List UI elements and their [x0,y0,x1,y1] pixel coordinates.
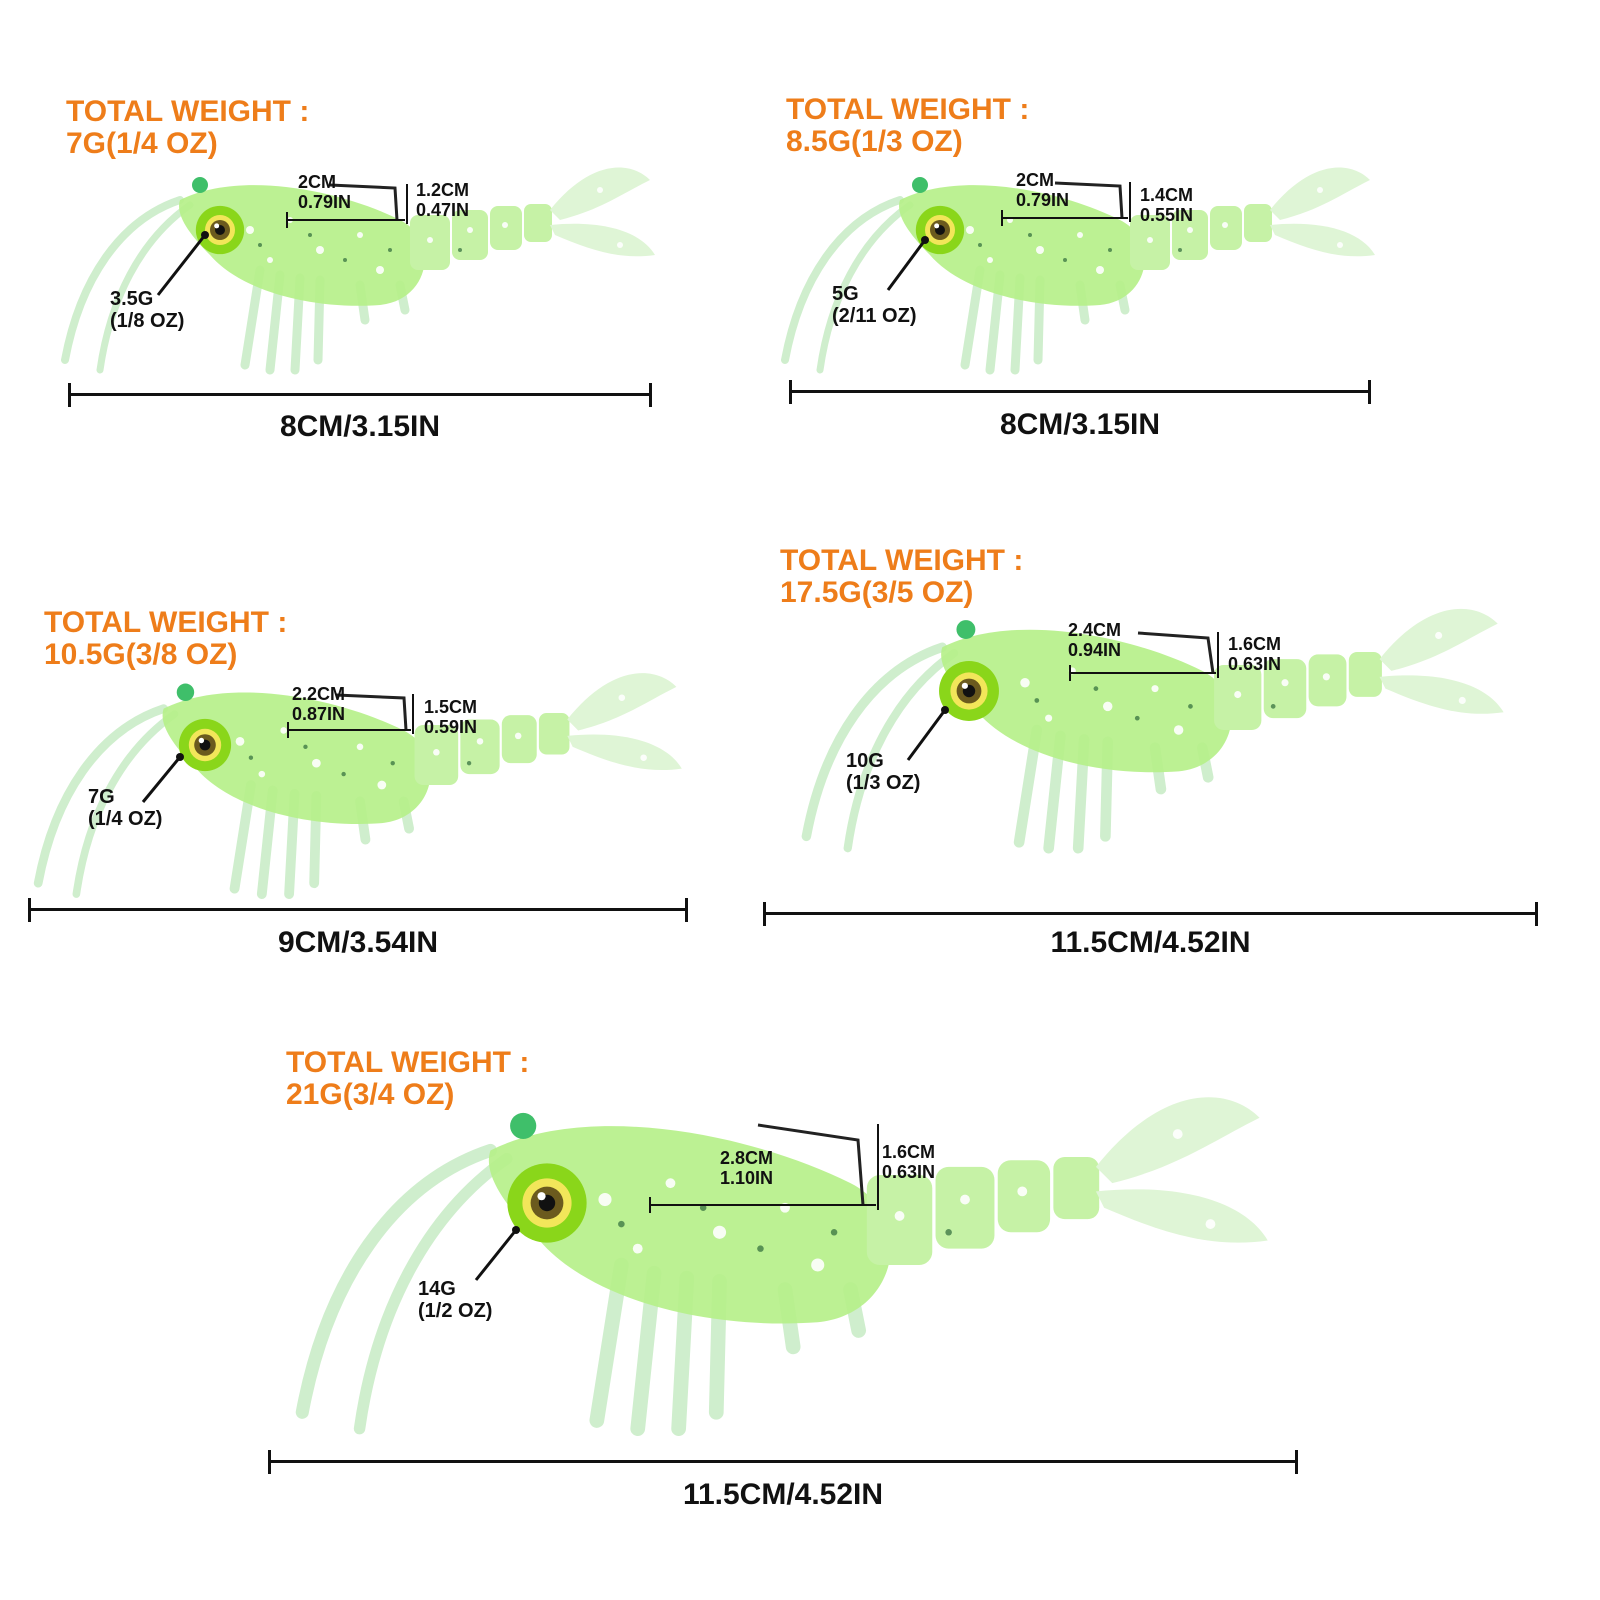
total-weight-value: 10.5G(3/8 OZ) [44,638,238,671]
length-label: 11.5CM/4.52IN [1050,926,1251,959]
hook-measure [649,1123,879,1213]
total-weight-value: 21G(3/4 OZ) [286,1078,455,1111]
hook-measure [287,693,414,738]
callout-line [474,1226,520,1281]
length-label: 8CM/3.15IN [999,408,1161,441]
total-weight-label: TOTAL WEIGHT : [44,606,288,639]
total-weight-block: TOTAL WEIGHT : 7G(1/4 OZ) [66,96,309,160]
total-weight-value: 17.5G(3/5 OZ) [780,576,974,609]
length-label: 8CM/3.15IN [279,410,441,443]
callout-line [906,706,949,761]
jig-weight: 14G(1/2 OZ) [418,1278,493,1322]
callout-line [141,753,184,803]
total-weight-label: TOTAL WEIGHT : [286,1046,530,1079]
total-weight-label: TOTAL WEIGHT : [780,544,1024,577]
total-weight-block: TOTAL WEIGHT : 21G(3/4 OZ) [286,1047,529,1111]
length-label: 11.5CM/4.52IN [682,1478,884,1511]
callout-line [886,236,929,291]
length-ruler [789,380,1371,404]
total-weight-block: TOTAL WEIGHT : 17.5G(3/5 OZ) [780,545,1023,609]
jig-weight: 7G(1/4 OZ) [88,786,163,830]
length-ruler [268,1450,1298,1474]
total-weight-label: TOTAL WEIGHT : [66,95,310,128]
length-ruler [28,898,688,922]
total-weight-value: 7G(1/4 OZ) [66,127,218,160]
callout-line [156,231,209,296]
hook-measure [1001,181,1131,226]
total-weight-block: TOTAL WEIGHT : 8.5G(1/3 OZ) [786,94,1029,158]
length-ruler [68,383,652,407]
hook-measure [286,183,408,228]
hook-measure [1069,631,1219,681]
jig-weight: 5G(2/11 OZ) [832,283,917,327]
length-label: 9CM/3.54IN [277,926,439,959]
jig-weight: 10G(1/3 OZ) [846,750,921,794]
total-weight-block: TOTAL WEIGHT : 10.5G(3/8 OZ) [44,607,287,671]
total-weight-value: 8.5G(1/3 OZ) [786,125,963,158]
total-weight-label: TOTAL WEIGHT : [786,93,1030,126]
jig-weight: 3.5G(1/8 OZ) [110,288,185,332]
length-ruler [763,902,1538,926]
